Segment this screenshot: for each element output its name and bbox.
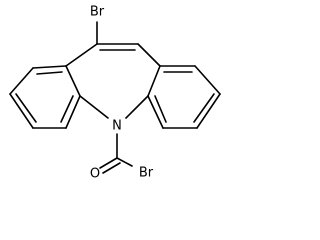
acyl-bromine-bond [116,157,133,167]
left-benzene-ring [9,65,81,129]
right-benzene-ring [147,65,221,129]
top-bromine-label: Br [90,5,105,20]
ring-nitrogen-label: N [112,119,122,134]
central-azepine-ring [65,43,161,119]
carbonyl-double-bond-b [102,162,121,174]
carbonyl-oxygen-label: O [90,167,100,182]
acyl-bromine-label: Br [139,166,154,181]
chemical-structure-diagram: Br N O Br [9,5,221,182]
carbonyl-double-bond-a [99,157,118,169]
